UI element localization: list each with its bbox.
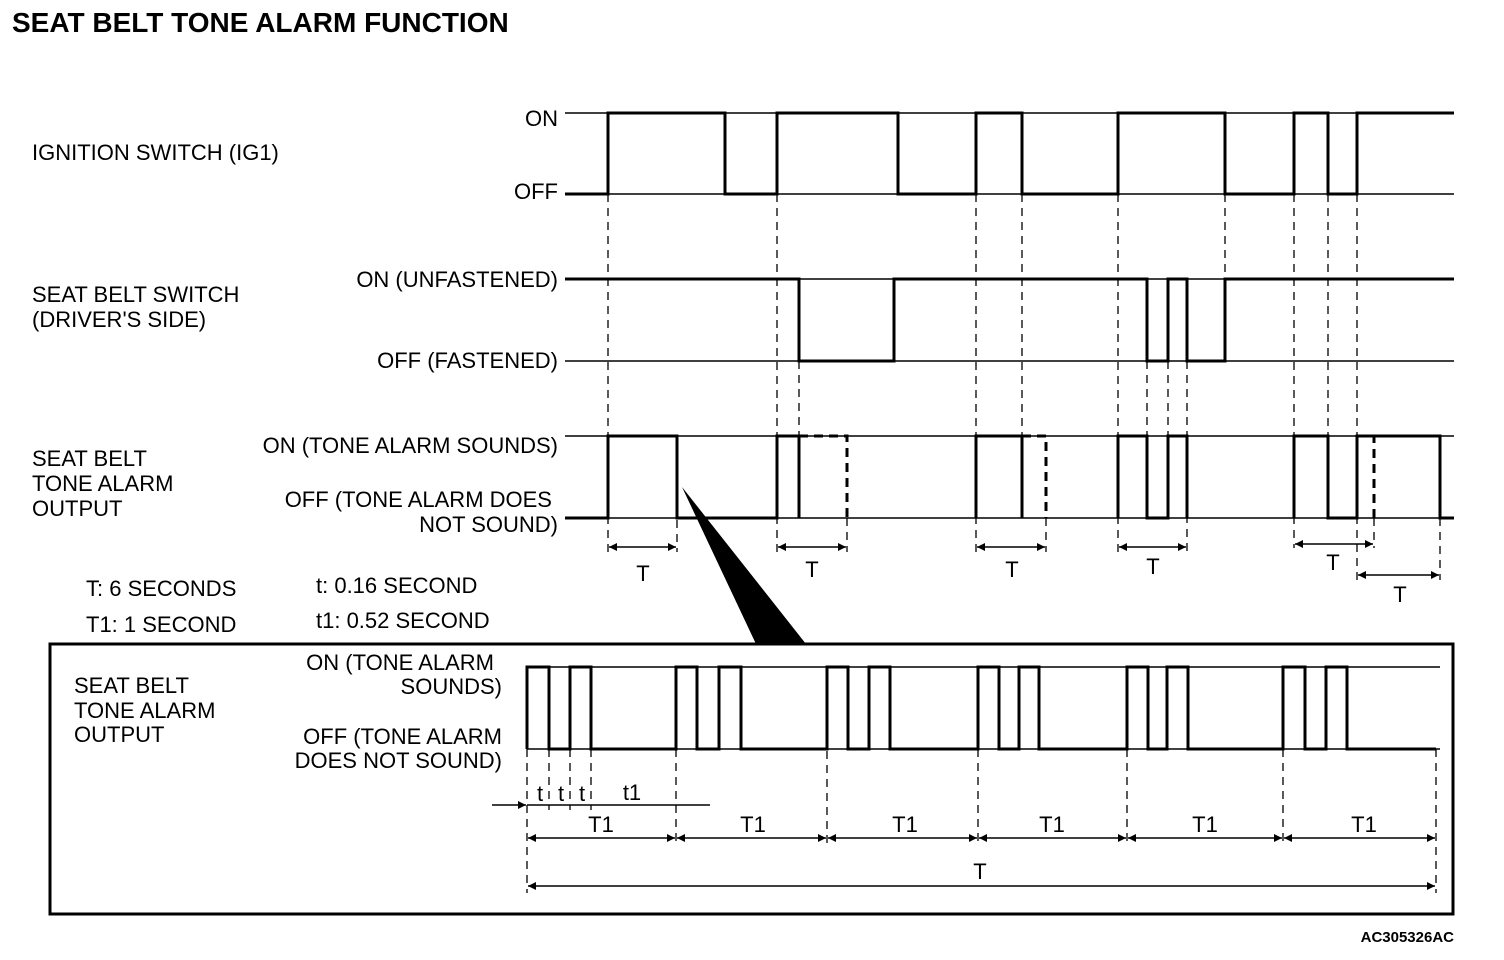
legend-t: t: 0.16 SECOND xyxy=(316,573,477,598)
page-title: SEAT BELT TONE ALARM FUNCTION xyxy=(12,7,509,38)
detail-box xyxy=(48,642,1455,916)
T1-label: T1 xyxy=(1351,812,1377,837)
total-period-label: T xyxy=(973,859,986,884)
alarm-output-label-2: TONE ALARM xyxy=(32,471,173,496)
period-label: T xyxy=(1005,557,1018,582)
T1-label: T1 xyxy=(1039,812,1065,837)
ignition-off-level: OFF xyxy=(514,179,558,204)
figure-code: AC305326AC xyxy=(1361,929,1455,946)
seatbelt-off-level: OFF (FASTENED) xyxy=(377,348,558,373)
ignition-waveform xyxy=(565,111,1454,196)
t-label: t xyxy=(537,781,543,806)
T1-label: T1 xyxy=(588,812,614,837)
T1-label: T1 xyxy=(740,812,766,837)
detail-output-label-2: TONE ALARM xyxy=(74,698,215,723)
seatbelt-on-level: ON (UNFASTENED) xyxy=(356,267,558,292)
T1-label: T1 xyxy=(1192,812,1218,837)
detail-output-label-3: OUTPUT xyxy=(74,722,164,747)
alarm-output-label-1: SEAT BELT xyxy=(32,446,147,471)
ignition-on-level: ON xyxy=(525,106,558,131)
legend-t1: t1: 0.52 SECOND xyxy=(316,608,490,633)
detail-on-level-1: ON (TONE ALARM xyxy=(306,650,494,675)
event-guide-lines xyxy=(607,194,1441,580)
legend-T1: T1: 1 SECOND xyxy=(86,612,236,637)
detail-off-level-1: OFF (TONE ALARM xyxy=(303,724,502,749)
detail-off-level-2: DOES NOT SOUND) xyxy=(295,748,502,773)
alarm-off-level-2: NOT SOUND) xyxy=(419,512,558,537)
alarm-off-level-1: OFF (TONE ALARM DOES xyxy=(285,487,552,512)
alarm-suppressed-3 xyxy=(1357,434,1376,518)
T1-label: T1 xyxy=(892,812,918,837)
ignition-switch-label: IGNITION SWITCH (IG1) xyxy=(32,140,279,165)
period-label: T xyxy=(1393,582,1406,607)
period-label: T xyxy=(805,557,818,582)
legend-T: T: 6 SECONDS xyxy=(86,576,236,601)
t1-label: t1 xyxy=(623,780,641,805)
seatbelt-switch-sublabel: (DRIVER'S SIDE) xyxy=(32,307,206,332)
detail-guide-lines xyxy=(526,667,1437,893)
detail-waveform xyxy=(525,665,1436,751)
detail-output-label-1: SEAT BELT xyxy=(74,673,189,698)
detail-callout-pointer xyxy=(682,487,806,644)
alarm-output-label-3: OUTPUT xyxy=(32,496,122,521)
alarm-waveform xyxy=(565,434,1454,520)
period-label: T xyxy=(1146,554,1159,579)
t-label: t xyxy=(558,781,564,806)
seatbelt-waveform xyxy=(565,277,1454,363)
seatbelt-switch-label: SEAT BELT SWITCH xyxy=(32,282,239,307)
period-arrows xyxy=(609,540,1439,579)
detail-on-level-2: SOUNDS) xyxy=(401,674,502,699)
period-label: T xyxy=(1326,550,1339,575)
alarm-on-level: ON (TONE ALARM SOUNDS) xyxy=(263,433,558,458)
t-label: t xyxy=(579,781,585,806)
period-label: T xyxy=(636,561,649,586)
alarm-suppressed-2 xyxy=(1022,434,1048,518)
alarm-suppressed-1 xyxy=(799,434,849,518)
